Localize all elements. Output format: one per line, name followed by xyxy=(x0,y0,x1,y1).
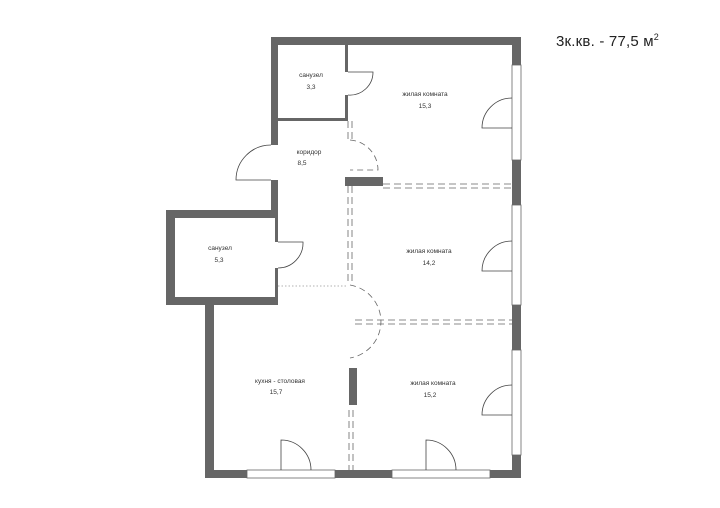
window-room3 xyxy=(511,349,522,456)
window-room1 xyxy=(511,64,522,161)
windows xyxy=(246,64,522,479)
doors xyxy=(235,71,513,471)
door-bath2 xyxy=(277,241,304,269)
column-kitchen xyxy=(349,368,357,405)
partition-room2-room3 xyxy=(355,319,512,325)
wall-bath1-bottom xyxy=(278,118,348,121)
partition-vertical-lower xyxy=(348,410,354,470)
room-name-living1: жилая комната xyxy=(402,91,448,98)
wall-bath2-top xyxy=(166,210,278,218)
room-area-bathroom1: 3,3 xyxy=(306,84,315,91)
room-labels: санузел 3,3 жилая комната 15,3 коридор 8… xyxy=(208,72,456,399)
wall-top xyxy=(271,37,521,45)
window-room2 xyxy=(511,204,522,306)
wall-bath2-right-a xyxy=(275,210,278,242)
room-name-corridor: коридор xyxy=(297,149,322,156)
wall-bath2-left xyxy=(166,210,175,305)
wall-bath1-right-b xyxy=(345,95,348,121)
balcony-door-room3-bottom xyxy=(425,439,457,471)
apartment-title: 3к.кв. - 77,5 м2 xyxy=(556,32,659,50)
partition-vertical-upper xyxy=(347,186,353,285)
room-area-living2: 14,2 xyxy=(423,260,436,267)
partitions xyxy=(278,121,512,470)
room-area-corridor: 8,5 xyxy=(297,160,306,167)
wall-left-upper xyxy=(271,37,278,145)
apartment-title-text: 3к.кв. - 77,5 м xyxy=(556,33,654,50)
room-name-living2: жилая комната xyxy=(406,248,452,255)
balcony-door-kitchen xyxy=(280,439,312,471)
balcony-door-room2 xyxy=(481,240,513,272)
door-entrance xyxy=(235,144,272,181)
wall-bath2-right-b xyxy=(275,268,278,305)
sliding-door-center xyxy=(349,284,382,359)
room-name-bathroom1: санузел xyxy=(299,72,323,79)
column-upper xyxy=(345,177,383,186)
wall-bath1-right-a xyxy=(345,45,348,72)
balcony-door-room1 xyxy=(481,97,513,129)
wall-kitchen-left xyxy=(205,297,214,478)
room-name-living3: жилая комната xyxy=(410,380,456,387)
wall-left-corridor xyxy=(271,180,278,218)
wall-bottom xyxy=(205,470,521,478)
partition-room1-room2 xyxy=(383,183,512,189)
room-name-kitchen: кухня - столовая xyxy=(255,378,305,385)
room-name-bathroom2: санузел xyxy=(208,245,232,252)
room-area-living1: 15,3 xyxy=(419,103,432,110)
area-unit-superscript: 2 xyxy=(653,32,659,42)
wall-bath2-bottom xyxy=(166,297,278,305)
sliding-door-room1 xyxy=(349,139,379,171)
room-area-bathroom2: 5,3 xyxy=(214,257,223,264)
window-kitchen xyxy=(246,469,336,479)
room-area-kitchen: 15,7 xyxy=(270,389,283,396)
balcony-door-room3 xyxy=(481,384,513,416)
room-area-living3: 15,2 xyxy=(424,392,437,399)
partition-corridor xyxy=(347,121,353,140)
door-bath1 xyxy=(347,71,374,96)
window-room3-bottom xyxy=(391,469,491,479)
